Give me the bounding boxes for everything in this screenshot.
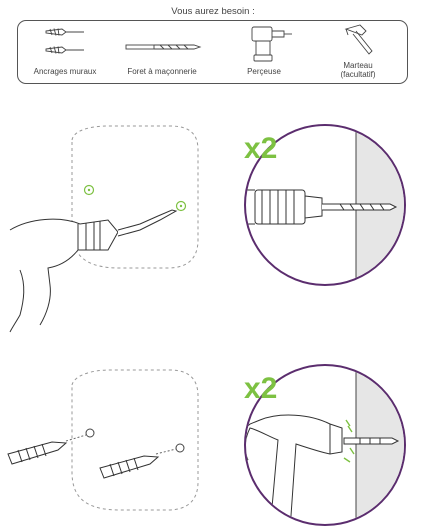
wall-anchor-right [99, 455, 160, 479]
masonry-drill-bit-icon [125, 44, 202, 50]
multiplier-label: x2 [244, 372, 277, 405]
tool-label-optional: (facultatif) [340, 70, 376, 79]
step-anchor-illustration: x2 [7, 364, 406, 526]
tool-masonry-bit: Foret à maçonnerie [116, 21, 208, 85]
tool-label: Perçeuse [247, 67, 281, 76]
wall-hole-left [85, 428, 95, 438]
drill-icon [251, 26, 292, 62]
multiplier-label: x2 [244, 132, 277, 165]
tool-label: Foret à maçonnerie [127, 67, 197, 76]
tool-label: Marteau [343, 61, 373, 70]
wall-anchors-icon [45, 28, 84, 54]
tool-wall-anchors: Ancrages muraux [26, 21, 104, 85]
tool-label: Ancrages muraux [33, 67, 97, 76]
tool-hammer: Marteau (facultatif) [318, 21, 398, 85]
wall-hole-right [175, 443, 185, 453]
wall-anchor-left [7, 441, 68, 465]
drill-in-hand [9, 209, 178, 333]
step-drill-illustration: x2 [9, 124, 406, 333]
wall-section [355, 366, 404, 524]
tools-needed-box: Ancrages muraux Foret à maçonnerie Perçe… [17, 20, 408, 84]
hammer-icon [344, 24, 373, 55]
tool-drill: Perçeuse [226, 21, 302, 85]
drill-mark-left [83, 184, 95, 196]
drill-mark-right [175, 200, 187, 212]
dashed-mount-outline [71, 125, 199, 269]
dashed-mount-outline [71, 369, 199, 511]
page-heading: Vous aurez besoin : [171, 6, 255, 17]
